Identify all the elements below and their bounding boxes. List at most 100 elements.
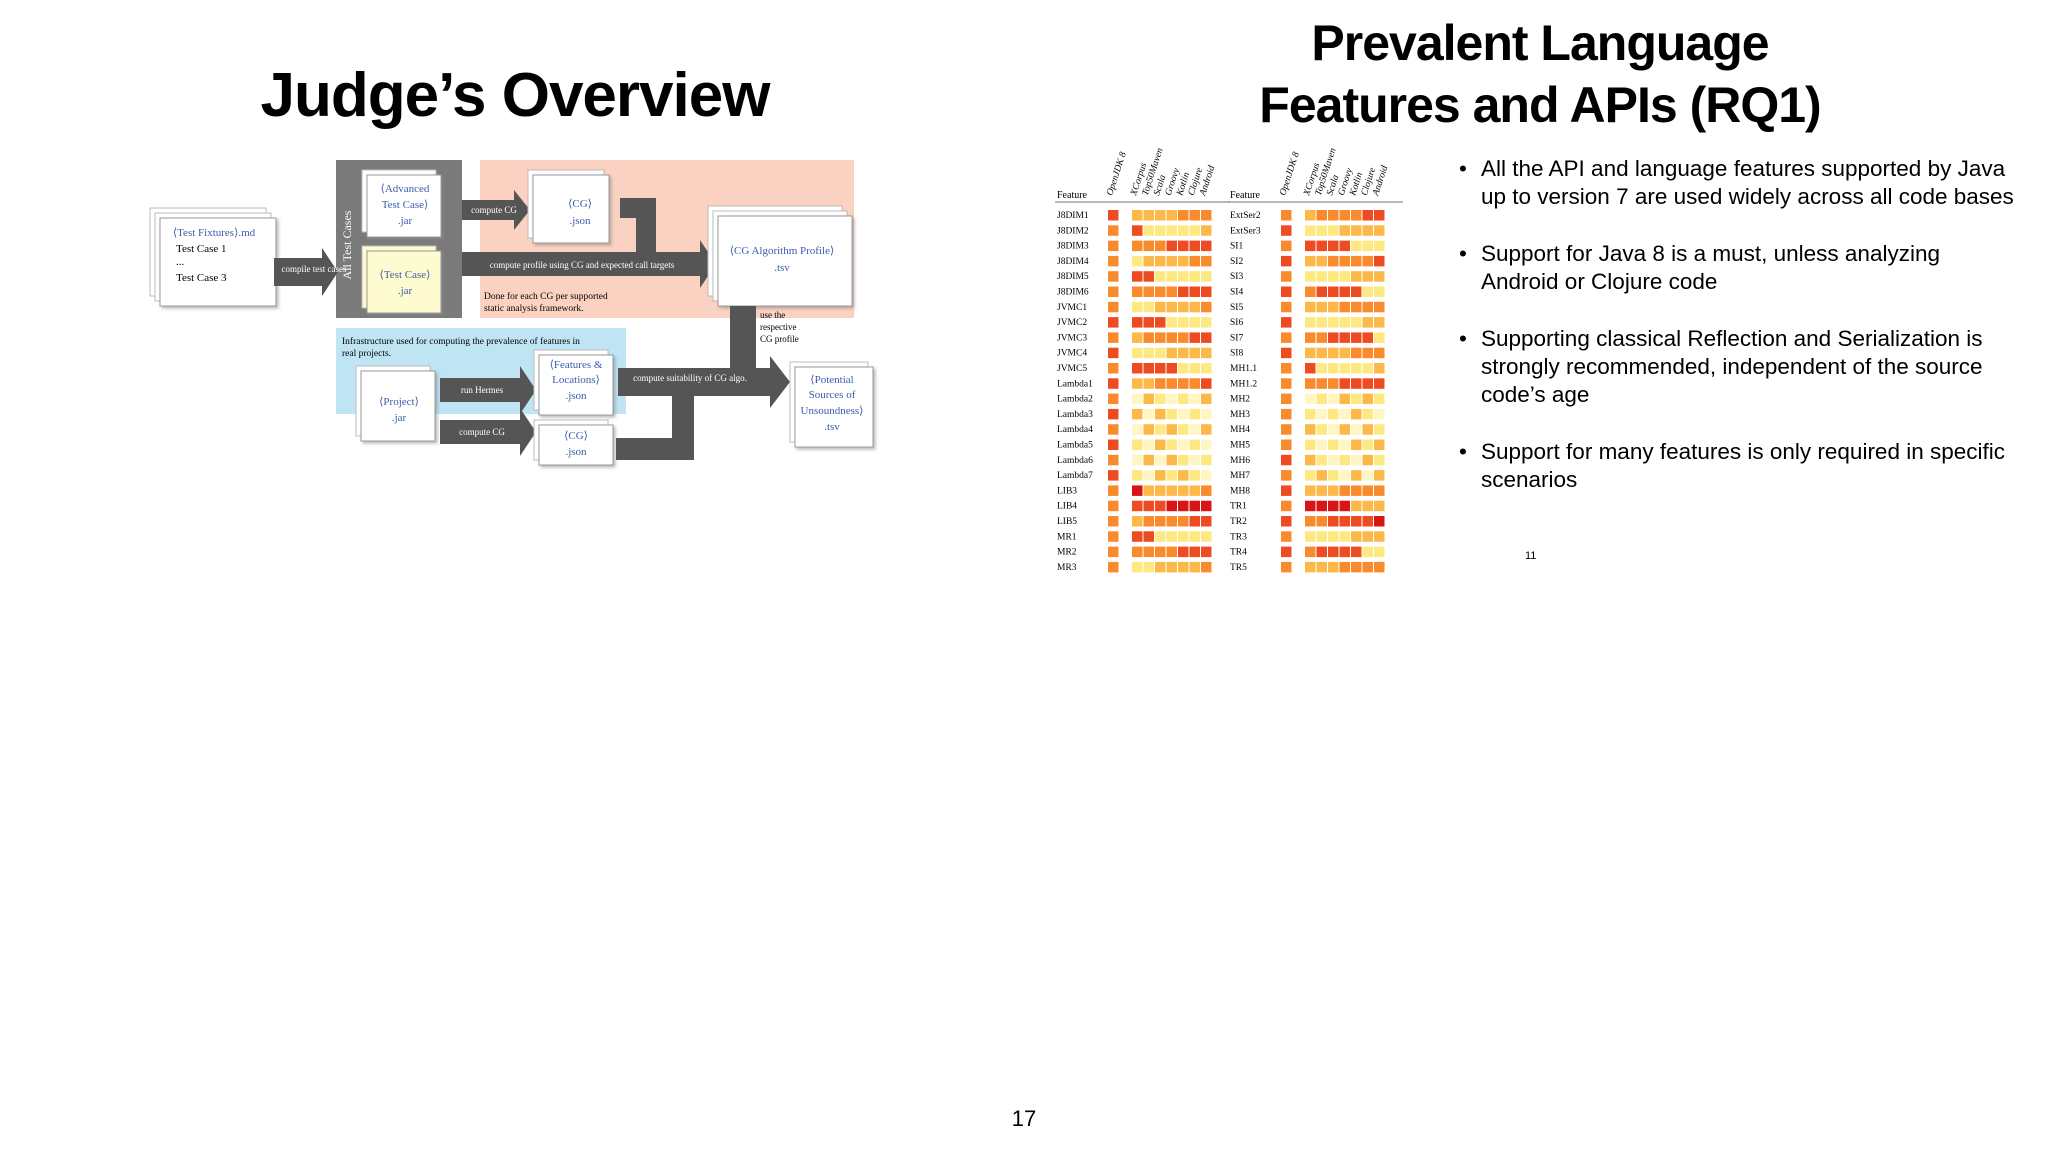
right-row-label: SI7: [1230, 333, 1243, 343]
left-heatmap-cell: [1189, 500, 1200, 512]
right-heatmap-cell: [1305, 439, 1316, 450]
right-heatmap-cell: [1281, 286, 1292, 297]
infra-note-1: Infrastructure used for computing the pr…: [342, 336, 580, 347]
left-heatmap-cell: [1189, 240, 1200, 252]
left-heatmap-cell: [1155, 317, 1166, 328]
left-heatmap-cell: [1201, 317, 1212, 328]
right-heatmap-cell: [1316, 240, 1327, 252]
left-heatmap-cell: [1166, 485, 1177, 496]
right-heatmap-cell: [1362, 408, 1373, 420]
cg-profile-doc: ⟨CG Algorithm Profile⟩ .tsv: [707, 205, 853, 307]
left-heatmap-cell: [1189, 332, 1200, 343]
right-heatmap-cell: [1281, 531, 1292, 542]
left-heatmap-cell: [1143, 454, 1154, 466]
left-heatmap-cell: [1132, 531, 1143, 542]
right-heatmap-cell: [1351, 301, 1362, 313]
right-row-label: SI4: [1230, 288, 1243, 298]
right-heatmap-cell: [1281, 225, 1292, 236]
right-row-label: TR1: [1230, 502, 1247, 512]
left-heatmap-cell: [1108, 561, 1119, 573]
left-heatmap-cell: [1201, 240, 1212, 252]
left-heatmap-cell: [1155, 240, 1166, 252]
left-heatmap-cell: [1132, 439, 1143, 450]
left-heatmap-cell: [1108, 363, 1119, 374]
right-heatmap-cell: [1305, 378, 1316, 389]
svg-text:compute CG: compute CG: [471, 205, 517, 215]
left-heatmap-cell: [1166, 408, 1177, 420]
left-heatmap-cell: [1166, 500, 1177, 512]
right-heatmap-cell: [1316, 408, 1327, 420]
left-heatmap-cell: [1155, 393, 1166, 405]
left-row-label: Lambda5: [1057, 441, 1093, 451]
left-heatmap-cell: [1143, 561, 1154, 573]
right-feature-header: Feature: [1230, 190, 1261, 201]
right-heatmap-cell: [1316, 393, 1327, 405]
left-heatmap-cell: [1189, 363, 1200, 374]
left-heatmap-cell: [1132, 286, 1143, 297]
left-heatmap-cell: [1155, 561, 1166, 573]
left-heatmap-cell: [1108, 240, 1119, 252]
right-heatmap-cell: [1374, 531, 1385, 542]
right-heatmap-cell: [1339, 393, 1350, 405]
left-heatmap-cell: [1166, 424, 1177, 435]
left-heatmap-cell: [1178, 255, 1189, 267]
left-heatmap-cell: [1178, 500, 1189, 512]
right-heatmap-cell: [1328, 378, 1339, 389]
right-heatmap-cell: [1305, 225, 1316, 236]
right-heatmap-cell: [1374, 485, 1385, 496]
left-heatmap-cell: [1166, 225, 1177, 236]
right-row-label: MH6: [1230, 456, 1250, 466]
right-heatmap-cell: [1328, 332, 1339, 343]
left-heatmap-cell: [1166, 286, 1177, 297]
right-heatmap-cell: [1351, 454, 1362, 466]
left-heatmap-cell: [1143, 516, 1154, 527]
left-row-label: LIB5: [1057, 517, 1077, 527]
right-heatmap-cell: [1374, 347, 1385, 359]
left-heatmap-cell: [1201, 210, 1212, 221]
compute-cg-arrow: [462, 190, 530, 230]
right-heatmap-cell: [1362, 393, 1373, 405]
left-heatmap-cell: [1166, 516, 1177, 527]
left-heatmap-cell: [1189, 546, 1200, 558]
right-heatmap-cell: [1351, 240, 1362, 252]
left-heatmap-cell: [1178, 240, 1189, 252]
left-heatmap-cell: [1201, 500, 1212, 512]
right-heatmap-cell: [1281, 240, 1292, 252]
right-heatmap-cell: [1362, 546, 1373, 558]
left-heatmap-cell: [1189, 531, 1200, 542]
all-test-cases-label: All Test Cases: [340, 210, 354, 279]
right-slide-page-number: 11: [1525, 550, 1537, 562]
right-row-label: TR4: [1230, 548, 1247, 558]
right-heatmap-cell: [1362, 255, 1373, 267]
left-heatmap-cell: [1166, 210, 1177, 221]
right-row-label: TR2: [1230, 517, 1247, 527]
right-heatmap-cell: [1362, 424, 1373, 435]
right-row-label: ExtSer2: [1230, 211, 1261, 221]
left-row-label: Lambda7: [1057, 471, 1093, 481]
right-heatmap-cell: [1351, 408, 1362, 420]
cg-json-doc-2: ⟨CG⟩ .json: [533, 419, 614, 466]
right-heatmap-cell: [1339, 470, 1350, 481]
left-heatmap-cell: [1143, 240, 1154, 252]
right-heatmap-cell: [1362, 454, 1373, 466]
left-heatmap-cell: [1155, 470, 1166, 481]
right-slide: Prevalent Language Features and APIs (RQ…: [1000, 0, 2048, 1152]
left-heatmap-cell: [1201, 332, 1212, 343]
right-row-label: SI2: [1230, 257, 1243, 267]
svg-text:.tsv: .tsv: [774, 262, 790, 274]
right-heatmap-cell: [1339, 454, 1350, 466]
right-heatmap-cell: [1374, 439, 1385, 450]
right-heatmap-cell: [1328, 317, 1339, 328]
left-row-label: JVMC3: [1057, 333, 1087, 343]
left-heatmap-cell: [1189, 424, 1200, 435]
test-case-doc: ⟨Test Case⟩ .jar: [361, 245, 442, 314]
cg-connector: [620, 198, 656, 252]
right-heatmap-cell: [1328, 470, 1339, 481]
right-heatmap-cell: [1362, 485, 1373, 496]
right-heatmap-cell: [1305, 240, 1316, 252]
left-row-label: MR2: [1057, 548, 1077, 558]
svg-text:compute profile using CG and e: compute profile using CG and expected ca…: [490, 260, 675, 270]
svg-text:.json: .json: [569, 215, 591, 227]
left-heatmap-cell: [1108, 378, 1119, 389]
svg-text:CG profile: CG profile: [760, 334, 799, 344]
